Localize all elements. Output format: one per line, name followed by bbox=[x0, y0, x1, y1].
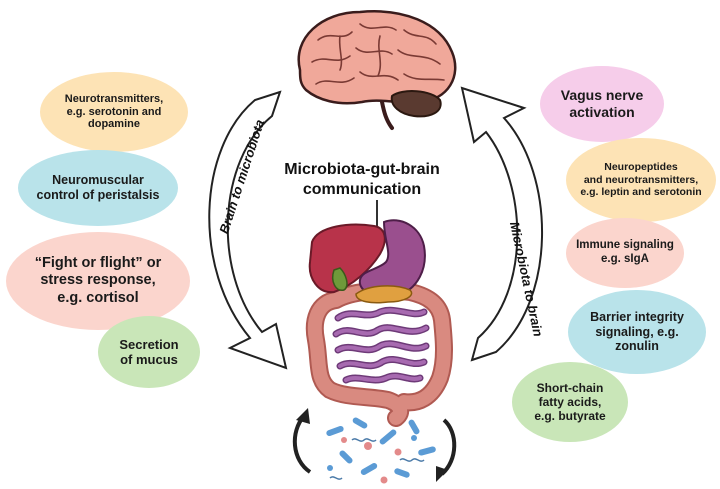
brain-cerebellum bbox=[390, 90, 442, 118]
brain-illustration bbox=[297, 10, 457, 130]
liver bbox=[308, 223, 386, 294]
gut-microbiota bbox=[326, 417, 436, 484]
cycle-arrow-left bbox=[292, 414, 312, 474]
gallbladder bbox=[332, 267, 348, 291]
bubble-vagus-nerve: Vagus nerve activation bbox=[540, 66, 664, 142]
cycle-arrow-left-head bbox=[296, 408, 310, 424]
gut-illustration bbox=[305, 219, 453, 427]
pancreas bbox=[355, 285, 413, 304]
bubble-barrier-integrity: Barrier integrity signaling, e.g. zonuli… bbox=[568, 290, 706, 374]
bubble-neuromuscular-control: Neuromuscular control of peristalsis bbox=[18, 150, 178, 226]
diagram-title: Microbiota-gut-brain communication bbox=[262, 160, 462, 201]
bubble-immune-signaling: Immune signaling e.g. sIgA bbox=[566, 218, 684, 288]
brain-to-microbiota-arrow bbox=[208, 90, 288, 370]
cycle-arrow-right-head bbox=[436, 466, 448, 482]
bubble-short-chain-fatty-acids: Short-chain fatty acids, e.g. butyrate bbox=[512, 362, 628, 442]
brain-stem bbox=[380, 100, 394, 130]
bubble-neurotransmitters: Neurotransmitters, e.g. serotonin and do… bbox=[40, 72, 188, 152]
bubble-fight-or-flight: “Fight or flight” or stress response, e.… bbox=[6, 232, 190, 330]
brain-folds bbox=[311, 23, 445, 85]
bubble-secretion-of-mucus: Secretion of mucus bbox=[98, 316, 200, 388]
microbiota-to-brain-arrow bbox=[460, 86, 544, 362]
brain-cerebrum bbox=[297, 10, 457, 105]
title-line-1: Microbiota-gut-brain bbox=[284, 161, 440, 178]
bubble-neuropeptides: Neuropeptides and neurotransmitters, e.g… bbox=[566, 138, 716, 222]
title-line-2: communication bbox=[302, 181, 422, 199]
cycle-arrow-right bbox=[440, 418, 457, 476]
